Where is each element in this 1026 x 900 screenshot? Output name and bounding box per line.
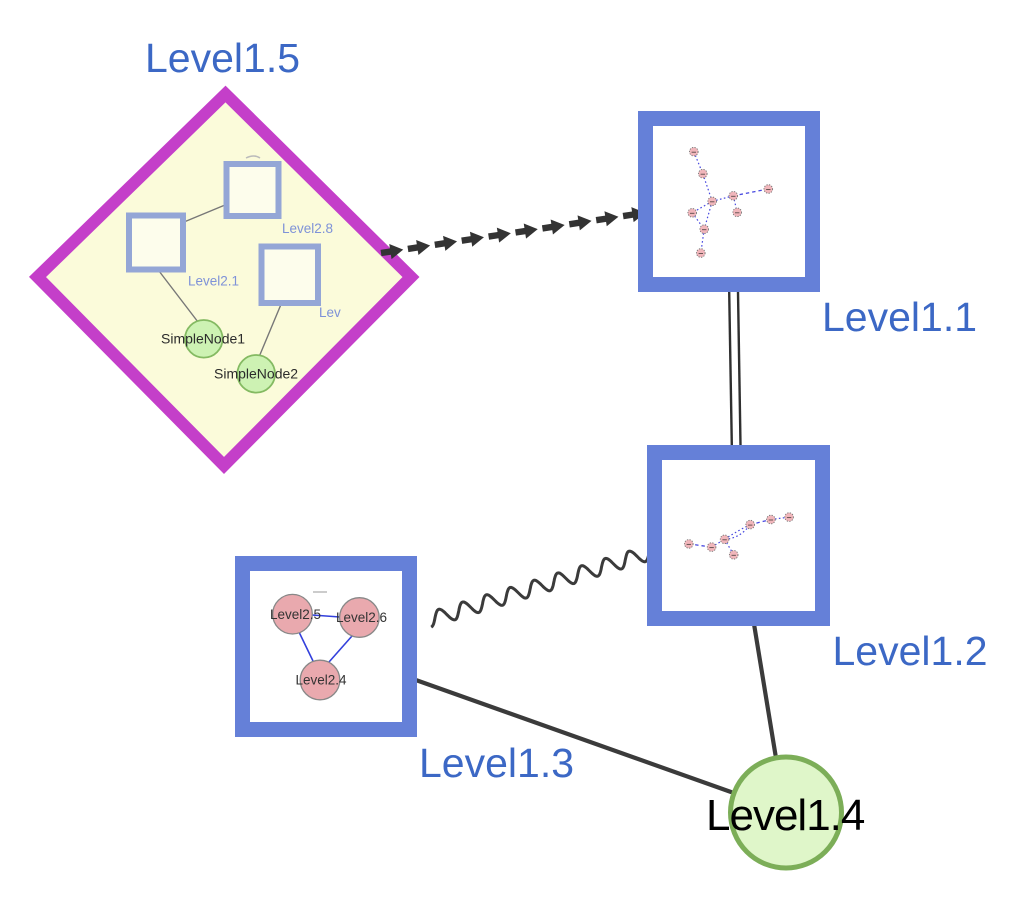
svg-text:SimpleNode2: SimpleNode2 (214, 366, 298, 382)
svg-text:Level2.1: Level2.1 (188, 274, 239, 289)
svg-text:Level2.8: Level2.8 (282, 221, 333, 236)
svg-text:Level1.5: Level1.5 (145, 35, 300, 81)
svg-text:Level1.3: Level1.3 (419, 740, 574, 786)
svg-text:Level2.5: Level2.5 (270, 607, 321, 622)
svg-text:Level1.4: Level1.4 (706, 791, 865, 840)
svg-text:Level1.1: Level1.1 (822, 294, 977, 340)
svg-text:Level1.2: Level1.2 (833, 628, 988, 674)
svg-text:SimpleNode1: SimpleNode1 (161, 331, 245, 347)
svg-text:Lev: Lev (319, 305, 341, 320)
svg-text:Level2.4: Level2.4 (296, 673, 348, 688)
svg-text:Level2.6: Level2.6 (336, 610, 387, 625)
